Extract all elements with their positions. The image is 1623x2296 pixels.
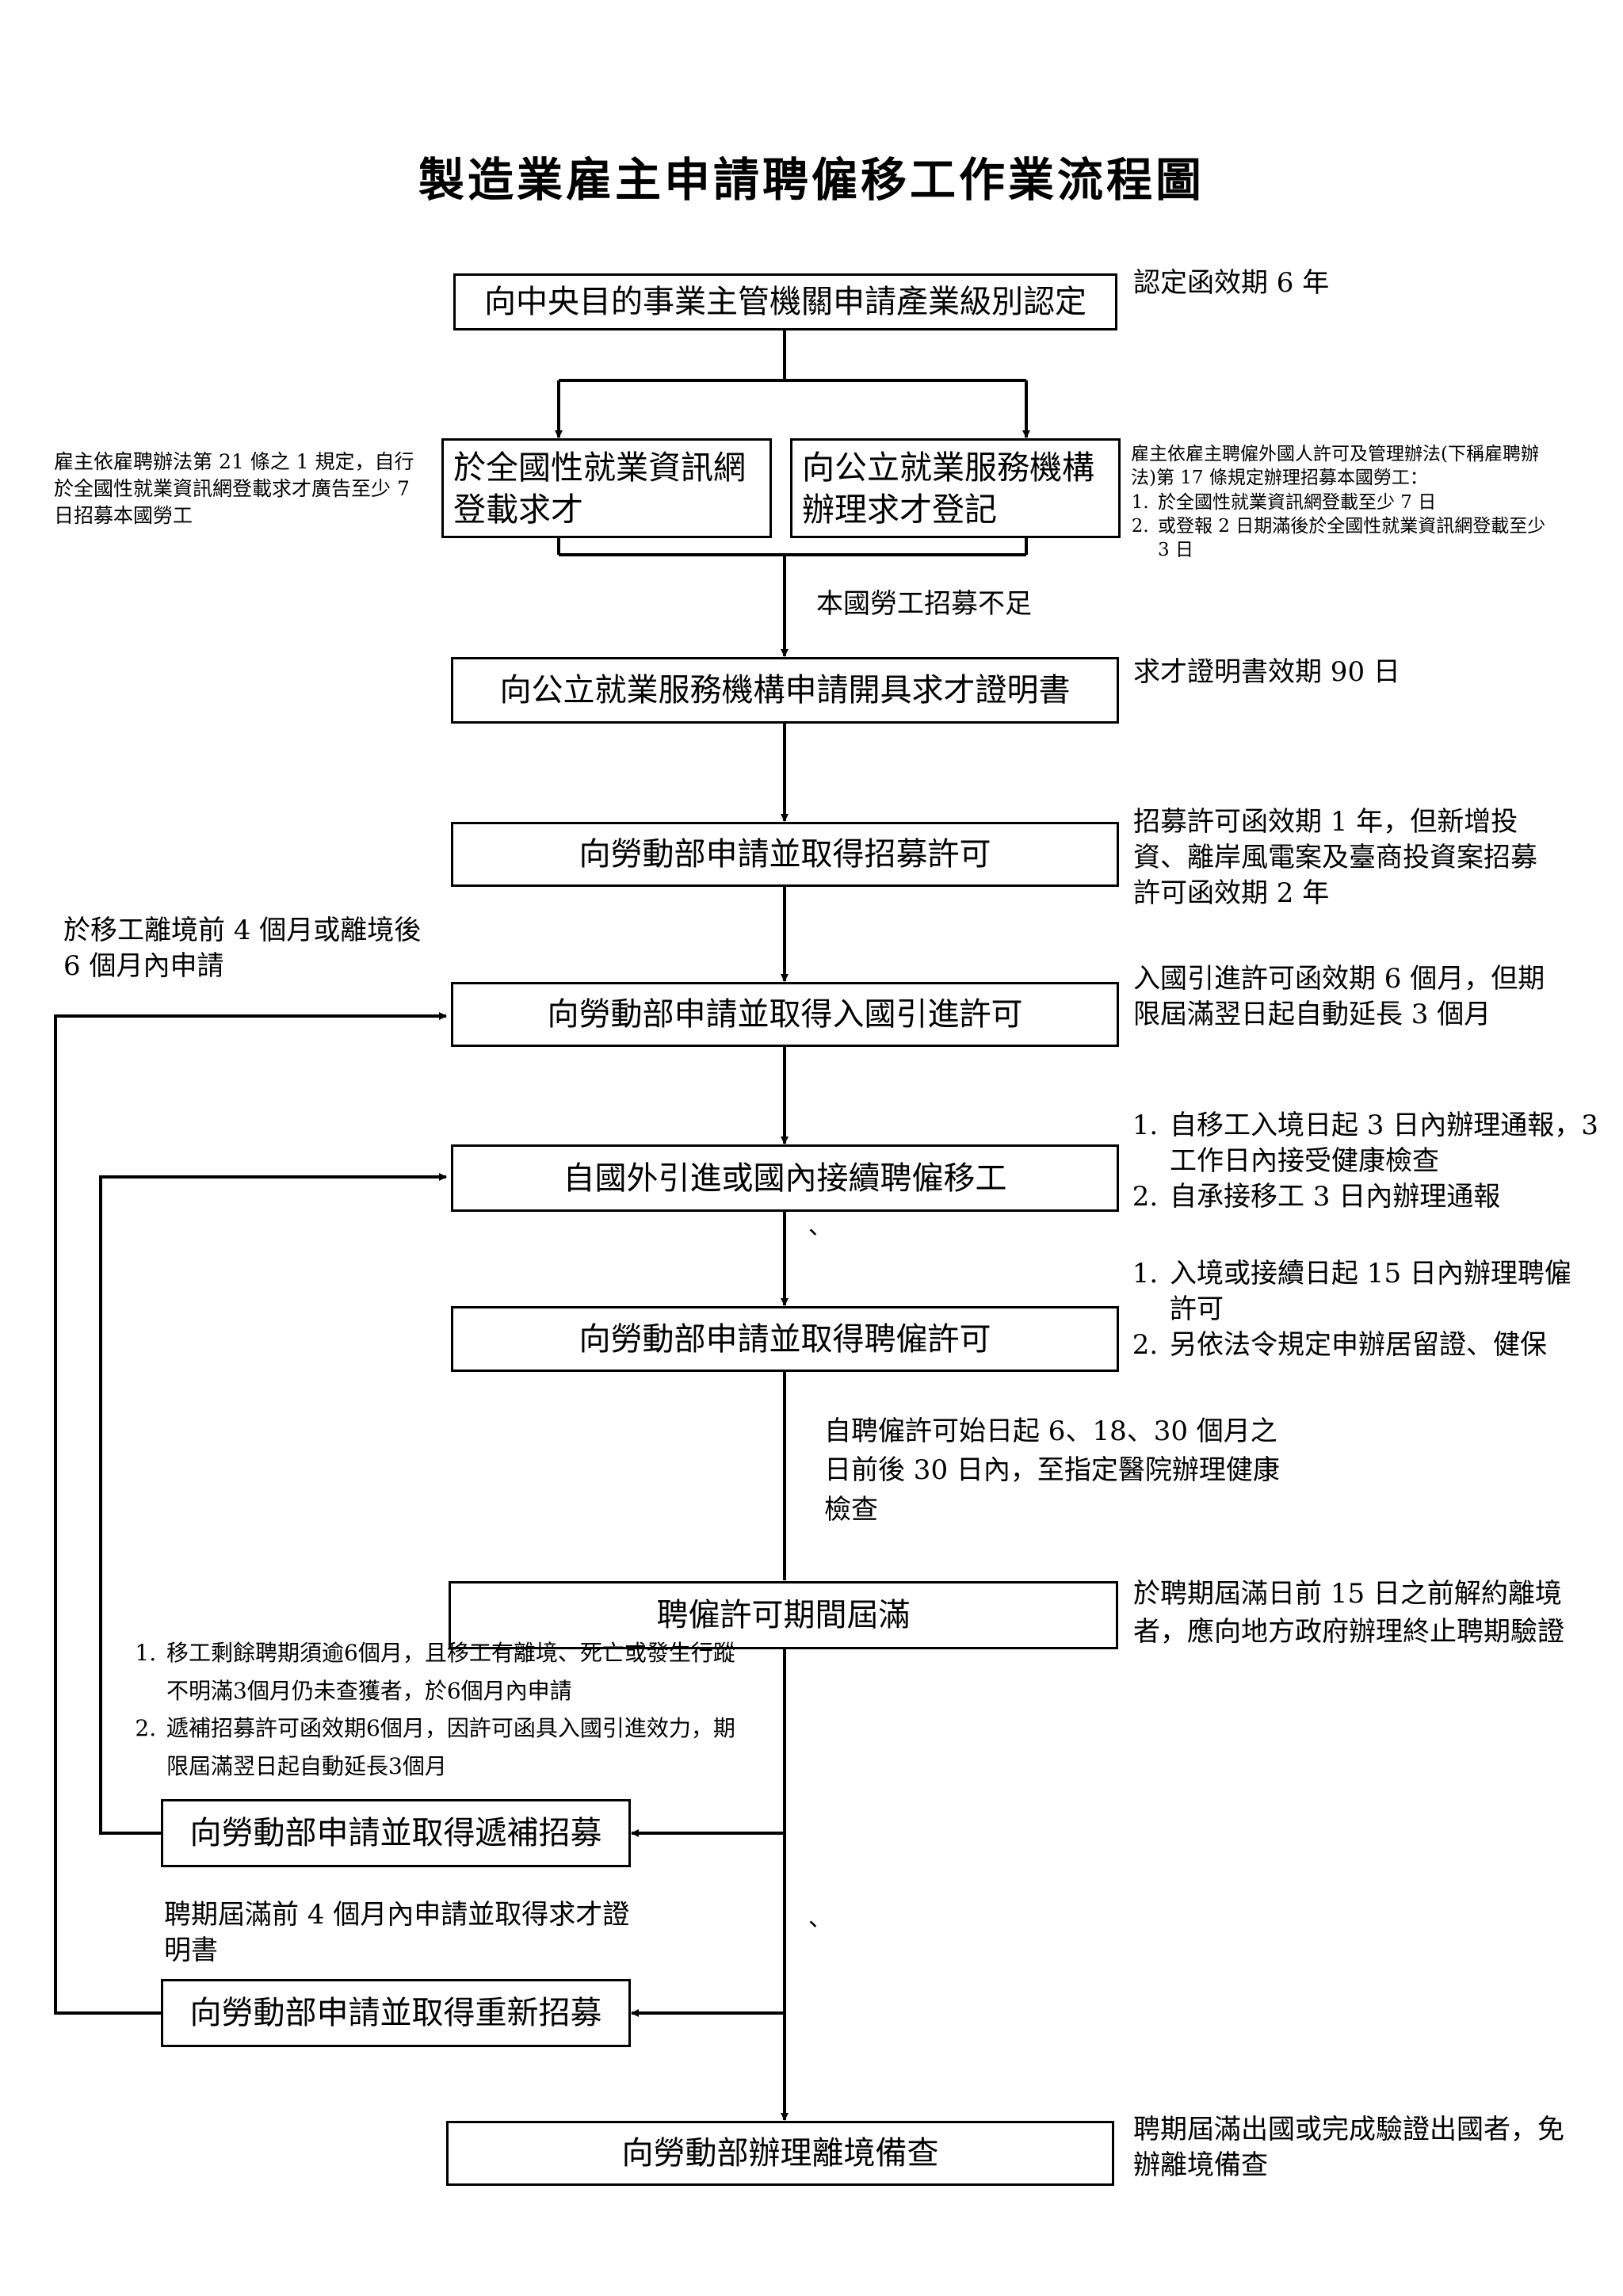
self-posting-rule-note: 雇主依雇聘辦法第 21 條之 1 規定，自行於全國性就業資訊網登載求才廣告至少 … <box>54 450 414 527</box>
re-recruitment-box: 向勞動部申請並取得重新招募 <box>161 1979 631 2047</box>
national-job-network-label-line2: 登載求才 <box>453 491 583 529</box>
stray-mark: 、 <box>808 1904 832 1932</box>
replacement-recruitment-rules-note: 移工剩餘聘期須逾6個月，且移工有離境、死亡或發生行蹤不明滿3個月仍未查獲者，於6… <box>127 1634 745 1785</box>
public-employment-service-label-line2: 辦理求才登記 <box>802 491 997 529</box>
employment-permit-box: 向勞動部申請並取得聘僱許可 <box>451 1306 1119 1372</box>
domestic-recruitment-rule-item: 或登報 2 日期滿後於全國性就業資訊網登載至少 3 日 <box>1155 514 1563 563</box>
national-job-network-box: 於全國性就業資訊網 登載求才 <box>441 438 772 538</box>
national-job-network-label-line1: 於全國性就業資訊網 <box>453 449 746 487</box>
employment-permit-requirement-item: 入境或接續日起 15 日內辦理聘僱許可 <box>1167 1256 1593 1328</box>
re-recruitment-timing-note: 聘期屆滿前 4 個月內申請並取得求才證明書 <box>164 1899 630 1966</box>
introduce-requirement-item: 自移工入境日起 3 日內辦理通報，3 工作日內接受健康檢查 <box>1167 1108 1601 1179</box>
employment-permit-requirement-item: 另依法令規定申辦居留證、健保 <box>1167 1328 1593 1363</box>
introduce-requirement-item: 自承接移工 3 日內辦理通報 <box>1167 1179 1601 1215</box>
recruitment-permit-validity-note: 招募許可函效期 1 年，但新增投資、離岸風電案及臺商投資案招募許可函效期 2 年 <box>1133 806 1537 909</box>
domestic-recruitment-rule-item: 於全國性就業資訊網登載至少 7 日 <box>1155 491 1563 514</box>
replacement-recruitment-rule-item: 遞補招募許可函效期6個月，因許可函具入國引進效力，期限屆滿翌日起自動延長3個月 <box>163 1710 745 1785</box>
industry-recognition-box: 向中央目的事業主管機關申請產業級別認定 <box>453 273 1117 330</box>
departure-exemption-note: 聘期屆滿出國或完成驗證出國者，免辦離境備查 <box>1133 2114 1564 2181</box>
certificate-validity-note: 求才證明書效期 90 日 <box>1133 656 1400 688</box>
job-certificate-box: 向公立就業服務機構申請開具求才證明書 <box>451 657 1119 724</box>
public-employment-service-label-line1: 向公立就業服務機構 <box>802 449 1094 487</box>
shortage-label: 本國勞工招募不足 <box>816 588 1032 620</box>
introduce-worker-box: 自國外引進或國內接續聘僱移工 <box>451 1144 1119 1212</box>
loop-rerecruit-to-entry-permit <box>54 1012 447 2015</box>
loop-replacement-to-introduce <box>99 1173 447 1835</box>
introduce-requirements-note: 自移工入境日起 3 日內辦理通報，3 工作日內接受健康檢查 自承接移工 3 日內… <box>1125 1108 1601 1215</box>
domestic-recruitment-rule-note: 雇主依雇主聘僱外國人許可及管理辦法(下稱雇聘辦法)第 17 條規定辦理招募本國勞… <box>1131 442 1563 563</box>
stray-mark: 、 <box>808 1213 832 1240</box>
health-check-note: 自聘僱許可始日起 6、18、30 個月之日前後 30 日內，至指定醫院辦理健康檢… <box>824 1415 1280 1526</box>
replacement-recruitment-box: 向勞動部申請並取得遞補招募 <box>161 1799 631 1867</box>
entry-permit-box: 向勞動部申請並取得入國引進許可 <box>451 982 1119 1047</box>
entry-timing-note: 於移工離境前 4 個月或離境後 6 個月內申請 <box>63 915 422 982</box>
domestic-recruitment-rule-intro: 雇主依雇主聘僱外國人許可及管理辦法(下稱雇聘辦法)第 17 條規定辦理招募本國勞… <box>1131 444 1539 489</box>
recruitment-permit-box: 向勞動部申請並取得招募許可 <box>451 822 1119 887</box>
employment-permit-requirements-note: 入境或接續日起 15 日內辦理聘僱許可 另依法令規定申辦居留證、健保 <box>1125 1256 1593 1363</box>
page-title: 製造業雇主申請聘僱移工作業流程圖 <box>418 153 1205 207</box>
permit-expiry-box: 聘僱許可期間屆滿 <box>449 1581 1118 1649</box>
early-termination-note: 於聘期屆滿日前 15 日之前解約離境者，應向地方政府辦理終止聘期驗證 <box>1133 1578 1564 1648</box>
departure-record-box: 向勞動部辦理離境備查 <box>446 2121 1114 2186</box>
public-employment-service-box: 向公立就業服務機構 辦理求才登記 <box>790 438 1121 538</box>
industry-validity-note: 認定函效期 6 年 <box>1133 267 1330 299</box>
replacement-recruitment-rule-item: 移工剩餘聘期須逾6個月，且移工有離境、死亡或發生行蹤不明滿3個月仍未查獲者，於6… <box>163 1634 745 1710</box>
entry-permit-validity-note: 入國引進許可函效期 6 個月，但期限屆滿翌日起自動延長 3 個月 <box>1133 963 1545 1030</box>
